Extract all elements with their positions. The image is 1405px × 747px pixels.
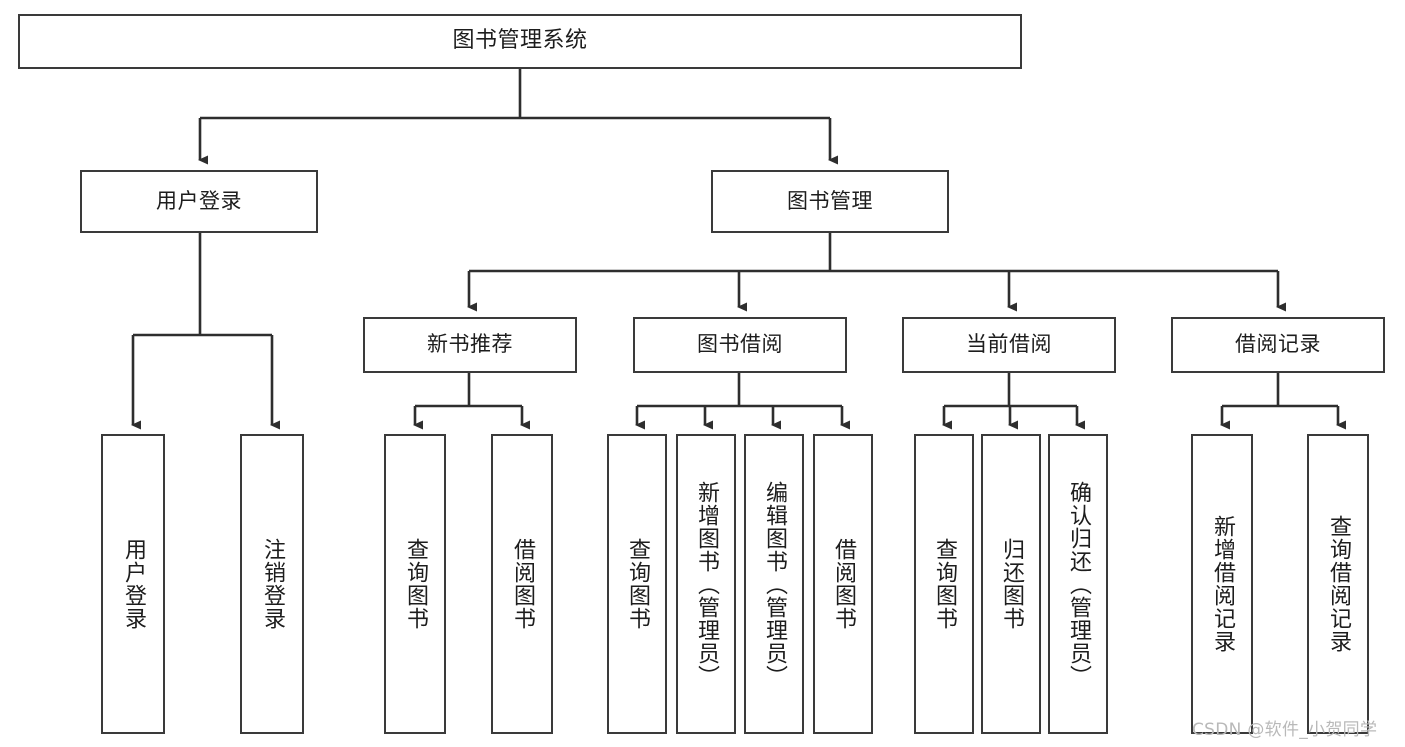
node-label: 查询图书 — [402, 538, 428, 630]
node-book-borrow[interactable]: 图书借阅 — [633, 317, 847, 373]
leaf-user-login-signout[interactable]: 注销登录 — [240, 434, 304, 734]
node-label: 用户登录 — [120, 538, 146, 630]
leaf-borrow-record-query[interactable]: 查询借阅记录 — [1307, 434, 1369, 734]
node-label: 注销登录 — [259, 538, 285, 630]
node-label: 确认归还（管理员） — [1065, 480, 1091, 688]
leaf-user-login-signin[interactable]: 用户登录 — [101, 434, 165, 734]
csdn-watermark: CSDN @软件_小贺同学 — [1192, 720, 1378, 740]
node-label: 图书管理系统 — [452, 28, 588, 54]
node-book-management[interactable]: 图书管理 — [711, 170, 949, 233]
leaf-book-borrow-lend[interactable]: 借阅图书 — [813, 434, 873, 734]
node-borrow-record[interactable]: 借阅记录 — [1171, 317, 1385, 373]
leaf-new-book-query[interactable]: 查询图书 — [384, 434, 446, 734]
node-label: 查询借阅记录 — [1325, 515, 1351, 653]
node-user-login[interactable]: 用户登录 — [80, 170, 318, 233]
node-label: 图书借阅 — [697, 332, 783, 357]
leaf-current-borrow-confirm[interactable]: 确认归还（管理员） — [1048, 434, 1108, 734]
node-label: 查询图书 — [624, 538, 650, 630]
node-label: 归还图书 — [998, 538, 1024, 630]
node-label: 新增借阅记录 — [1209, 515, 1235, 653]
leaf-current-borrow-return[interactable]: 归还图书 — [981, 434, 1041, 734]
node-label: 新书推荐 — [427, 332, 513, 357]
node-root-system[interactable]: 图书管理系统 — [18, 14, 1022, 69]
node-label: 当前借阅 — [966, 332, 1052, 357]
leaf-new-book-borrow[interactable]: 借阅图书 — [491, 434, 553, 734]
leaf-current-borrow-query[interactable]: 查询图书 — [914, 434, 974, 734]
node-label: 编辑图书（管理员） — [761, 480, 787, 688]
node-label: 查询图书 — [931, 538, 957, 630]
node-new-book-recommend[interactable]: 新书推荐 — [363, 317, 577, 373]
node-label: 借阅图书 — [830, 538, 856, 630]
node-label: 图书管理 — [787, 188, 873, 213]
node-label: 借阅记录 — [1235, 332, 1321, 357]
node-current-borrow[interactable]: 当前借阅 — [902, 317, 1116, 373]
node-label: 新增图书（管理员） — [693, 480, 719, 688]
node-label: 用户登录 — [156, 188, 242, 213]
leaf-book-borrow-query[interactable]: 查询图书 — [607, 434, 667, 734]
node-label: 借阅图书 — [509, 538, 535, 630]
leaf-book-borrow-edit[interactable]: 编辑图书（管理员） — [744, 434, 804, 734]
leaf-borrow-record-add[interactable]: 新增借阅记录 — [1191, 434, 1253, 734]
leaf-book-borrow-add[interactable]: 新增图书（管理员） — [676, 434, 736, 734]
